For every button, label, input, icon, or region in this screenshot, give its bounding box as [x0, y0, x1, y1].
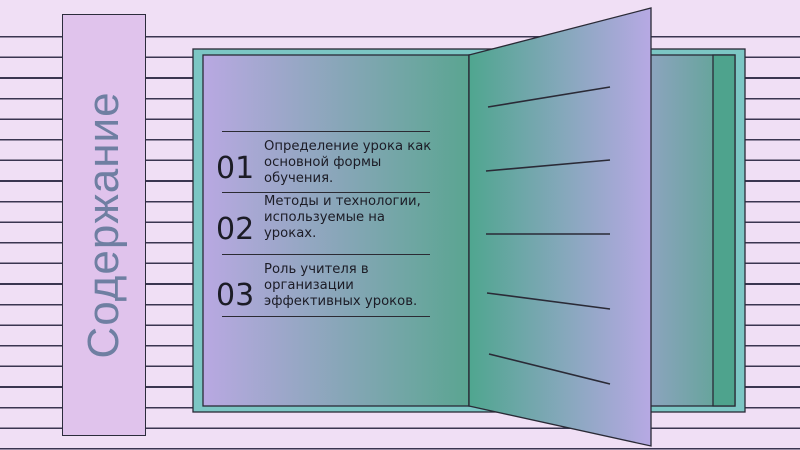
divider-line [222, 131, 430, 133]
right-page-edge [712, 54, 736, 407]
contents-item: 01 Определение урока как основной формы … [216, 137, 431, 197]
page-line [487, 86, 611, 108]
contents-item: 03 Роль учителя в организации эффективны… [216, 262, 430, 322]
item-number: 02 [216, 212, 255, 247]
page-line [485, 159, 611, 172]
title-sidebar: Содержание [62, 14, 146, 436]
item-text: Методы и технологии, используемые на уро… [264, 194, 421, 241]
flipping-page [468, 7, 652, 447]
page-line [488, 353, 611, 385]
divider-line [222, 192, 430, 194]
left-page [202, 54, 470, 407]
item-text: Роль учителя в организации эффективных у… [264, 262, 418, 309]
item-number: 03 [216, 278, 255, 313]
page-line [486, 292, 611, 310]
divider-line [222, 254, 430, 256]
contents-item: 02 Методы и технологии, используемые на … [216, 192, 430, 252]
divider-line [222, 316, 430, 318]
item-text: Определение урока как основной формы обу… [264, 139, 432, 186]
item-number: 01 [216, 151, 255, 186]
